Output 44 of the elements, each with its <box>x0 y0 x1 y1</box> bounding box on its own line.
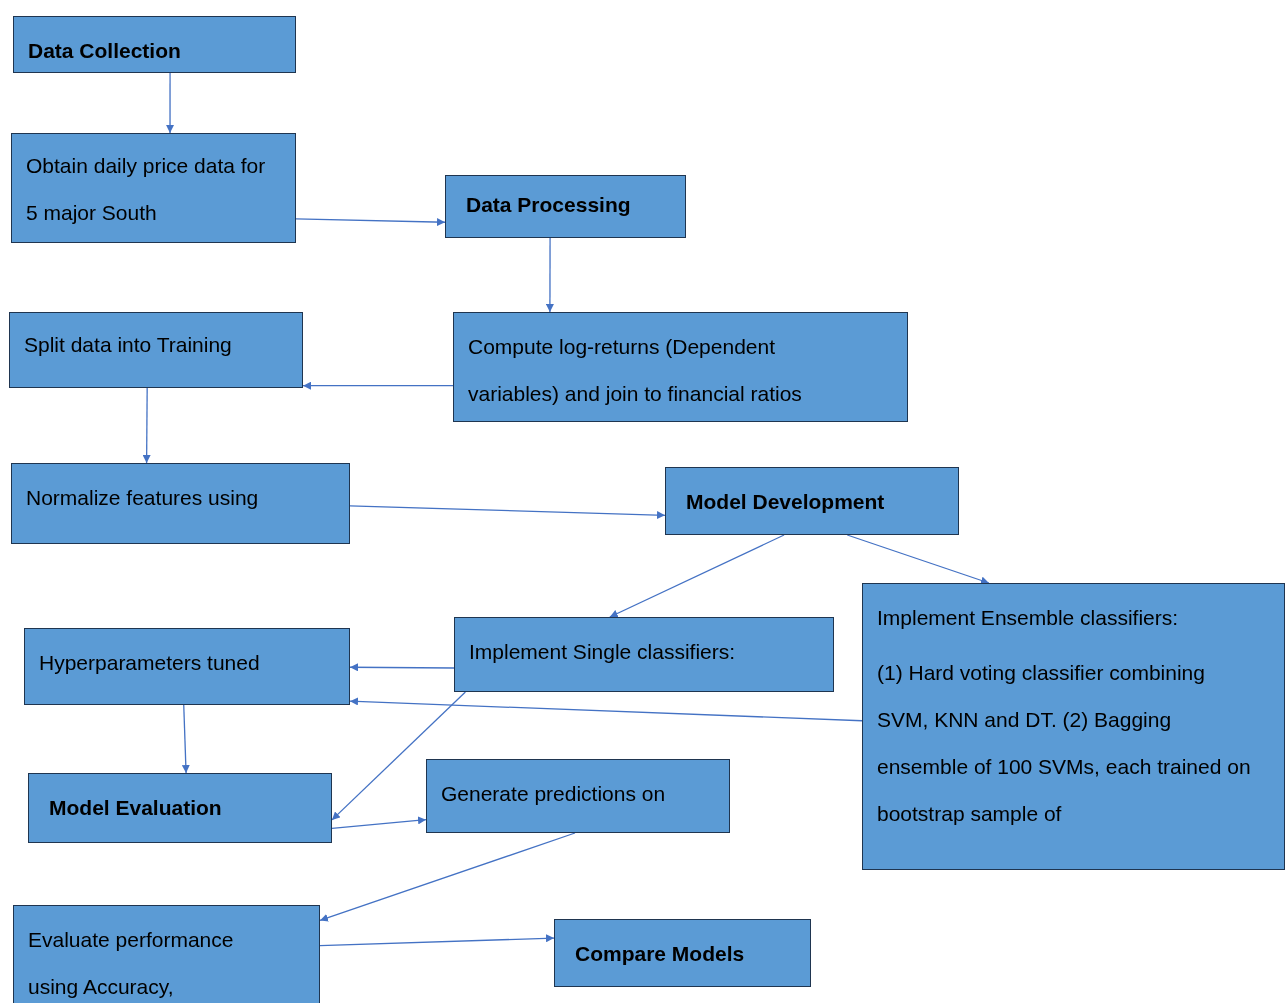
step-text: Implement Ensemble classifiers: <box>877 605 1180 631</box>
arrow <box>846 534 990 585</box>
arrow <box>319 832 576 922</box>
step-text: Evaluate performance using Accuracy, <box>28 927 235 1000</box>
arrow <box>142 387 151 464</box>
arrow <box>295 218 446 227</box>
stage-box <box>665 467 959 535</box>
step-text: Generate predictions on <box>441 781 667 807</box>
step-text: Normalize features using <box>26 485 260 511</box>
stage-box <box>445 175 686 238</box>
arrow <box>349 663 455 672</box>
stage-box <box>554 919 811 987</box>
arrow <box>331 816 427 829</box>
process-box <box>426 759 730 833</box>
step-text: Hyperparameters tuned <box>39 650 261 676</box>
stage-title: Model Development <box>686 489 886 515</box>
step-text: Obtain daily price data for 5 major South <box>26 153 267 226</box>
process-box <box>454 617 834 692</box>
step-text: Split data into Training <box>24 332 233 358</box>
stage-title: Model Evaluation <box>49 795 223 821</box>
process-box <box>453 312 908 422</box>
arrow <box>349 505 666 520</box>
process-box <box>13 905 320 1003</box>
process-box <box>11 463 350 544</box>
process-box <box>9 312 303 388</box>
stage-title: Data Processing <box>466 192 632 218</box>
arrow <box>609 534 785 618</box>
stage-title: Data Collection <box>28 38 182 64</box>
process-box <box>11 133 296 243</box>
step-text: Compute log-returns (Dependent variables) and join to financial ratios <box>468 334 803 407</box>
step-text: Implement Single classifiers: <box>469 639 737 665</box>
arrow <box>181 704 190 774</box>
stage-box <box>13 16 296 73</box>
process-box <box>862 583 1285 870</box>
arrow <box>349 697 863 722</box>
arrow <box>319 934 555 947</box>
arrow <box>166 72 175 134</box>
stage-title: Compare Models <box>575 941 746 967</box>
arrow <box>331 691 467 821</box>
arrow <box>545 237 554 313</box>
stage-box <box>28 773 332 843</box>
process-box <box>24 628 350 705</box>
arrow <box>302 381 454 390</box>
step-text: (1) Hard voting classifier combining SVM, KNN and DT. (2) Bagging ensemble of 100 SVMs, each trained on bootstrap sample of <box>877 660 1252 827</box>
